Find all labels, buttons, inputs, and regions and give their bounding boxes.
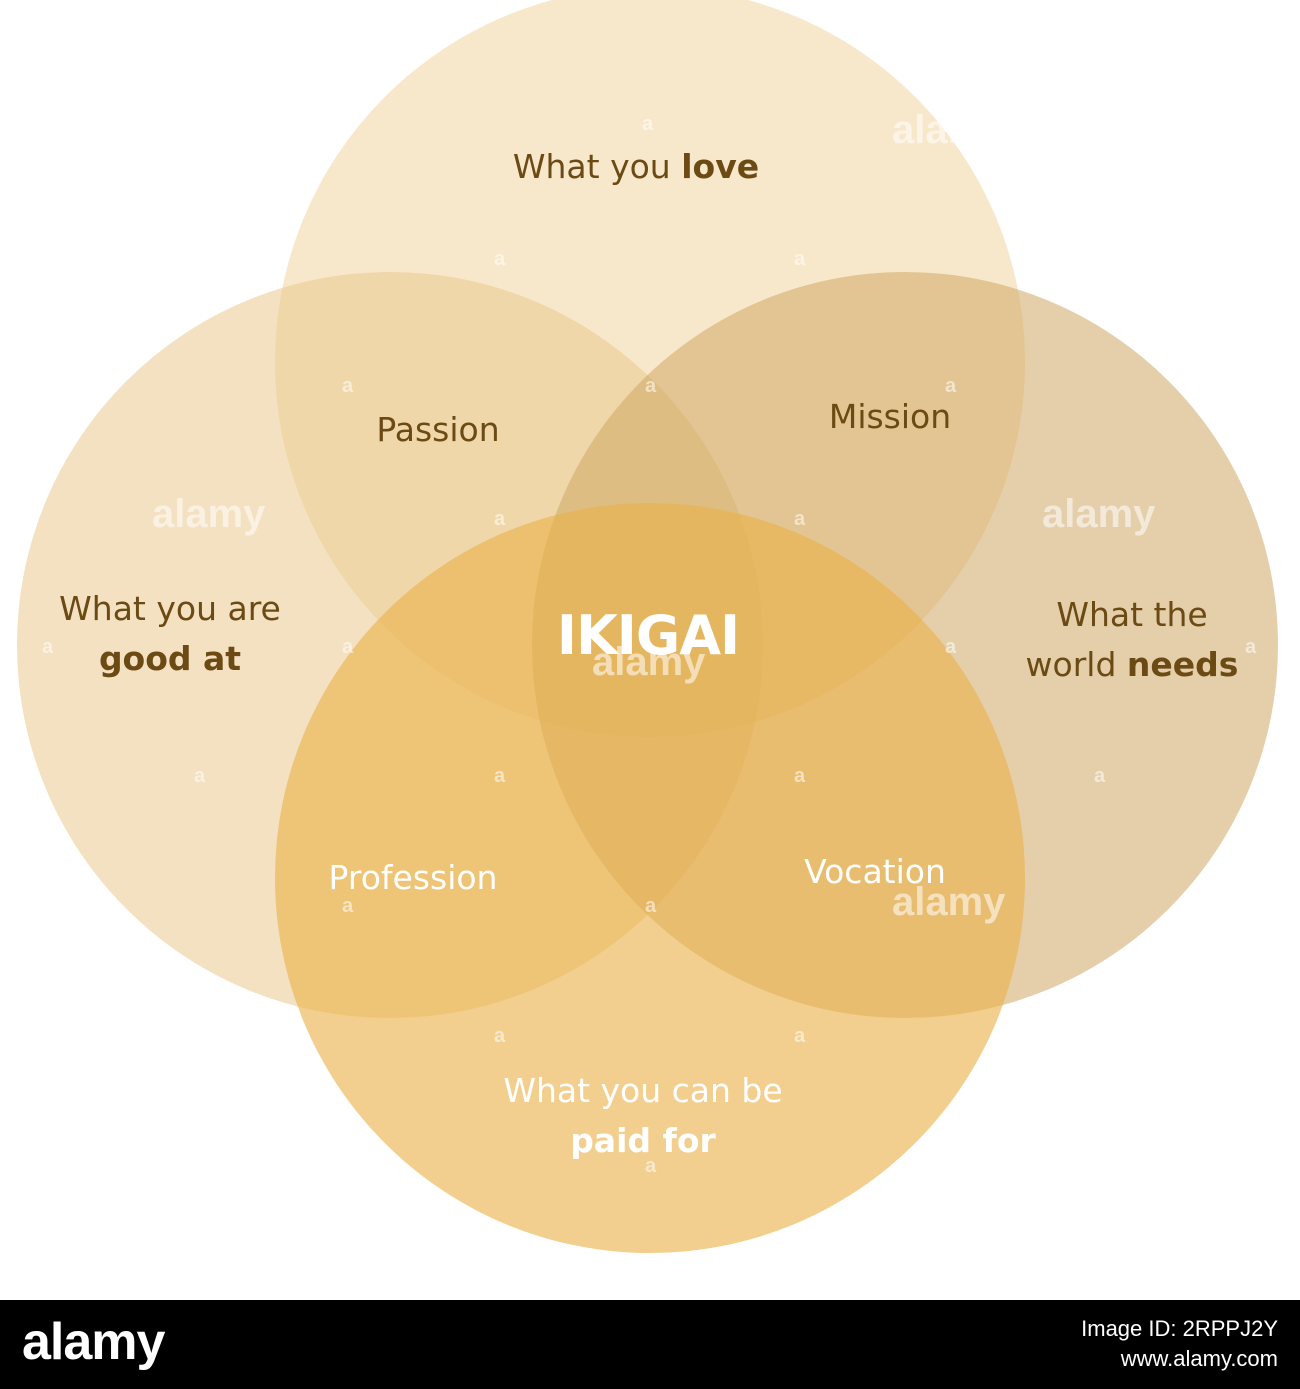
watermark-alamy: alamy [152,492,266,536]
watermark-alamy: alamy [1042,492,1156,536]
label-what-the-world-needs: What the world needs [1026,590,1239,690]
label-vocation: Vocation [804,852,946,891]
label-paid-for-line1: What you can be [503,1071,783,1110]
watermark-alamy: alamy [892,880,1006,924]
watermark-letter: a [494,1025,506,1047]
watermark-letter: a [642,113,654,135]
label-what-you-are-good-at: What you are good at [59,584,281,684]
watermark-letter: a [342,636,354,658]
watermark-letter: a [645,1155,657,1177]
label-mission: Mission [828,397,952,436]
label-world-needs-text: world [1025,645,1127,684]
footer-site: www.alamy.com [1120,1346,1278,1371]
watermark-letter: a [1094,765,1106,787]
label-profession: Profession [328,858,498,897]
watermark-letter: a [42,636,54,658]
watermark-letter: a [494,765,506,787]
footer-bar: alamy Image ID: 2RPPJ2Y www.alamy.com [0,1300,1300,1389]
label-love-bold: love [681,147,760,186]
label-passion: Passion [376,410,500,449]
watermark-letter: a [945,375,957,397]
watermark-letter: a [794,248,806,270]
label-world-needs-bold: needs [1126,645,1239,684]
watermark-letter: a [794,508,806,530]
label-ikigai-center: IKIGAI [556,604,740,667]
watermark-letter: a [794,765,806,787]
footer-logo: alamy [22,1313,165,1371]
watermark-letter: a [1245,636,1257,658]
watermark-letter: a [342,895,354,917]
label-what-you-love: What you love [513,142,759,192]
watermark-letter: a [945,636,957,658]
label-paid-for-bold: paid for [570,1121,716,1160]
watermark-alamy: alamy [592,640,706,684]
watermark-letter: a [494,508,506,530]
watermark-letter: a [645,895,657,917]
watermark-letter: a [194,765,206,787]
footer-image-id: Image ID: 2RPPJ2Y [1081,1316,1278,1341]
label-world-needs-line1: What the [1056,595,1208,634]
watermark-letter: a [645,375,657,397]
watermark-alamy: alamy [892,108,1006,152]
circle-what-you-can-be-paid-for [275,503,1025,1253]
label-what-you-can-be-paid-for: What you can be paid for [503,1066,782,1166]
watermark-letter: a [794,1025,806,1047]
label-love-text: What you [512,147,682,186]
ikigai-venn-diagram [17,0,1278,1253]
watermark-letter: a [342,375,354,397]
footer-image-info: Image ID: 2RPPJ2Y www.alamy.com [1081,1314,1278,1374]
watermark-letter: a [494,248,506,270]
label-good-at-line1: What you are [59,589,281,628]
label-good-at-bold: good at [98,639,242,678]
